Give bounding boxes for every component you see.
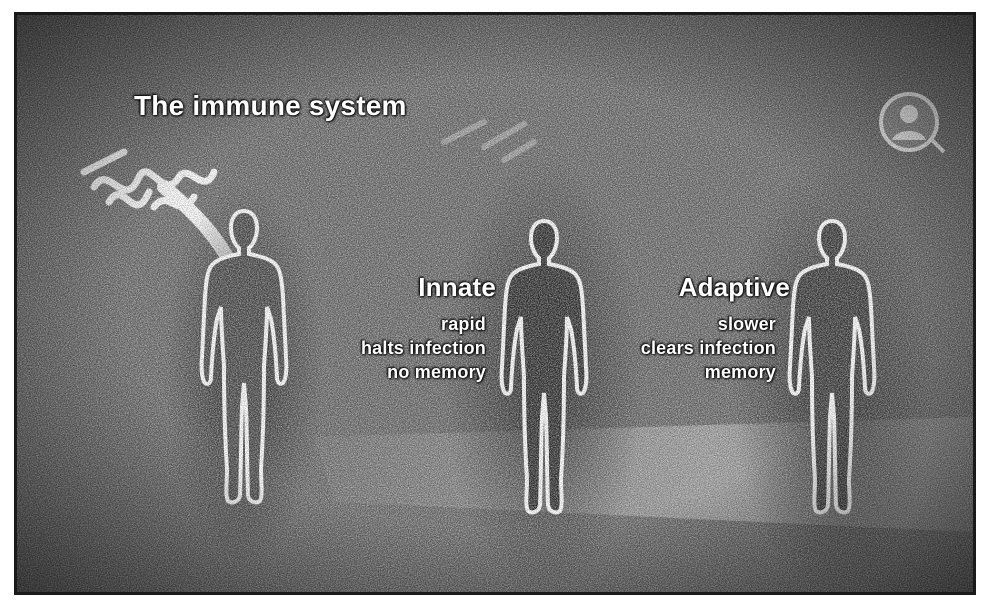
innate-trait: rapid [361, 312, 486, 336]
slide-frame: The immune system Innate rapid halts inf… [14, 12, 976, 595]
innate-trait: no memory [361, 360, 486, 384]
adaptive-trait: memory [641, 360, 776, 384]
innate-trait: halts infection [361, 336, 486, 360]
adaptive-trait: slower [641, 312, 776, 336]
innate-heading: Innate [418, 272, 496, 303]
innate-trait-list: rapid halts infection no memory [361, 312, 486, 384]
adaptive-heading: Adaptive [679, 272, 790, 303]
slide-title: The immune system [134, 90, 407, 122]
adaptive-trait: clears infection [641, 336, 776, 360]
adaptive-trait-list: slower clears infection memory [641, 312, 776, 384]
